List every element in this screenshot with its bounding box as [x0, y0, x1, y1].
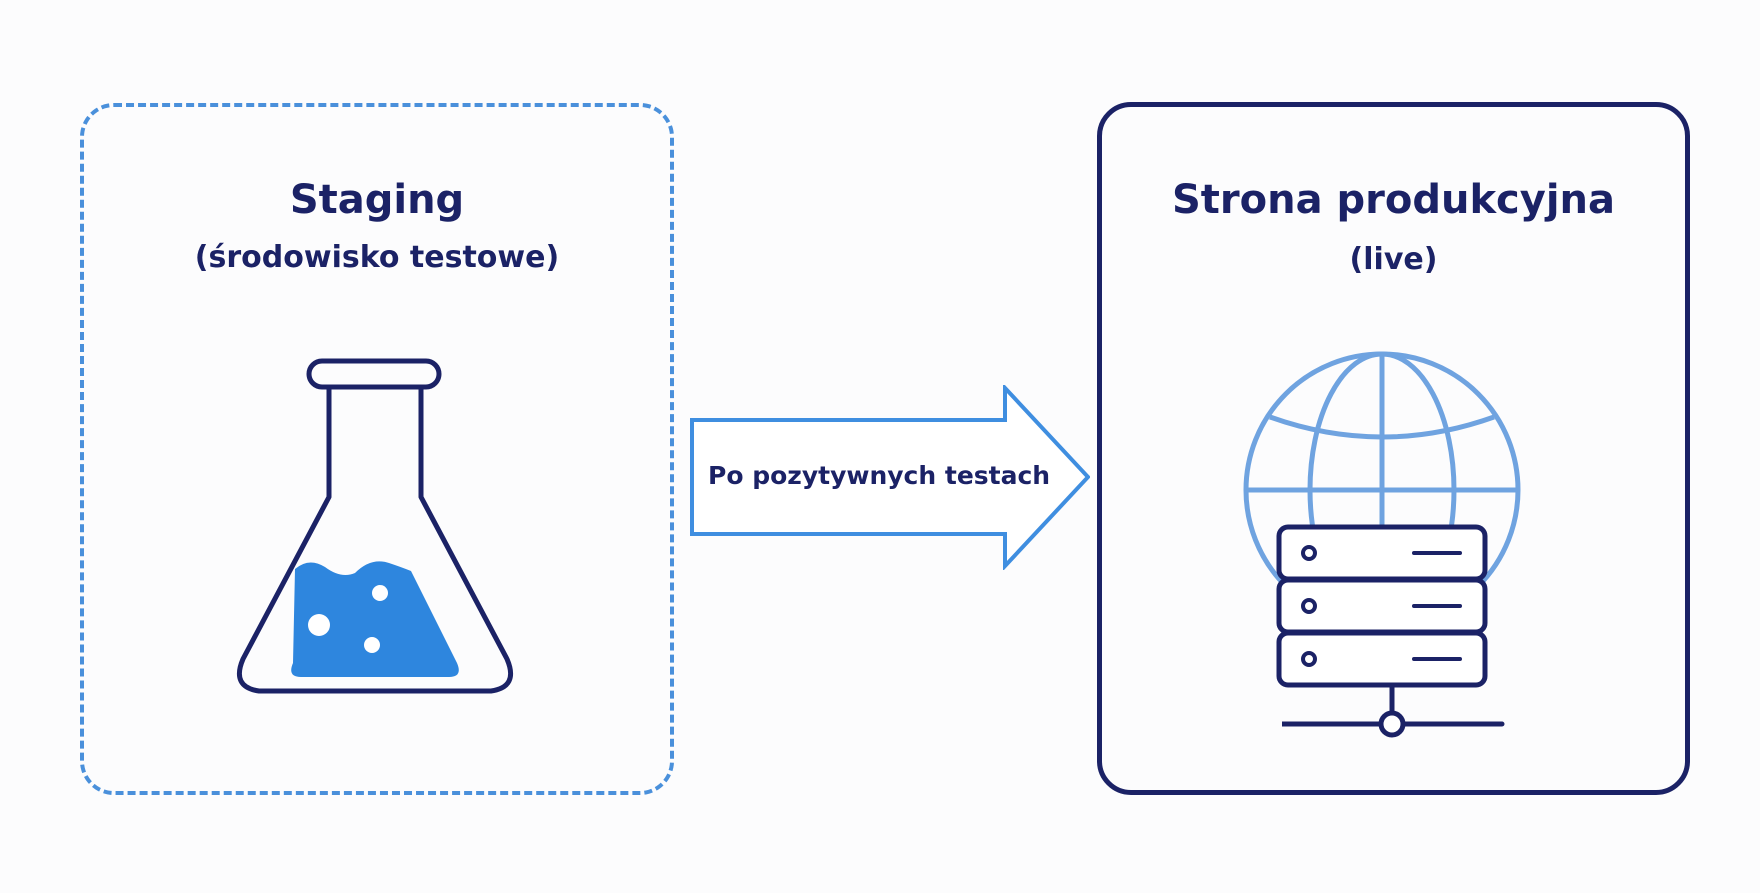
production-subtitle: (live) — [1349, 242, 1438, 277]
production-box: Strona produkcyjna (live) — [1097, 102, 1690, 795]
staging-title: Staging — [289, 177, 465, 223]
server-icon — [1276, 524, 1488, 688]
staging-subtitle: (środowisko testowe) — [194, 240, 560, 275]
production-title: Strona produkcyjna — [1171, 177, 1616, 223]
promotion-arrow: Po pozytywnych testach — [690, 385, 1090, 570]
network-connector-icon — [1282, 685, 1505, 738]
flask-icon — [237, 358, 513, 694]
globe-server-icon — [1243, 351, 1521, 688]
arrow-right-icon — [690, 385, 1090, 570]
arrow-label: Po pozytywnych testach — [708, 461, 1051, 490]
staging-box: Staging (środowisko testowe) — [80, 103, 674, 795]
